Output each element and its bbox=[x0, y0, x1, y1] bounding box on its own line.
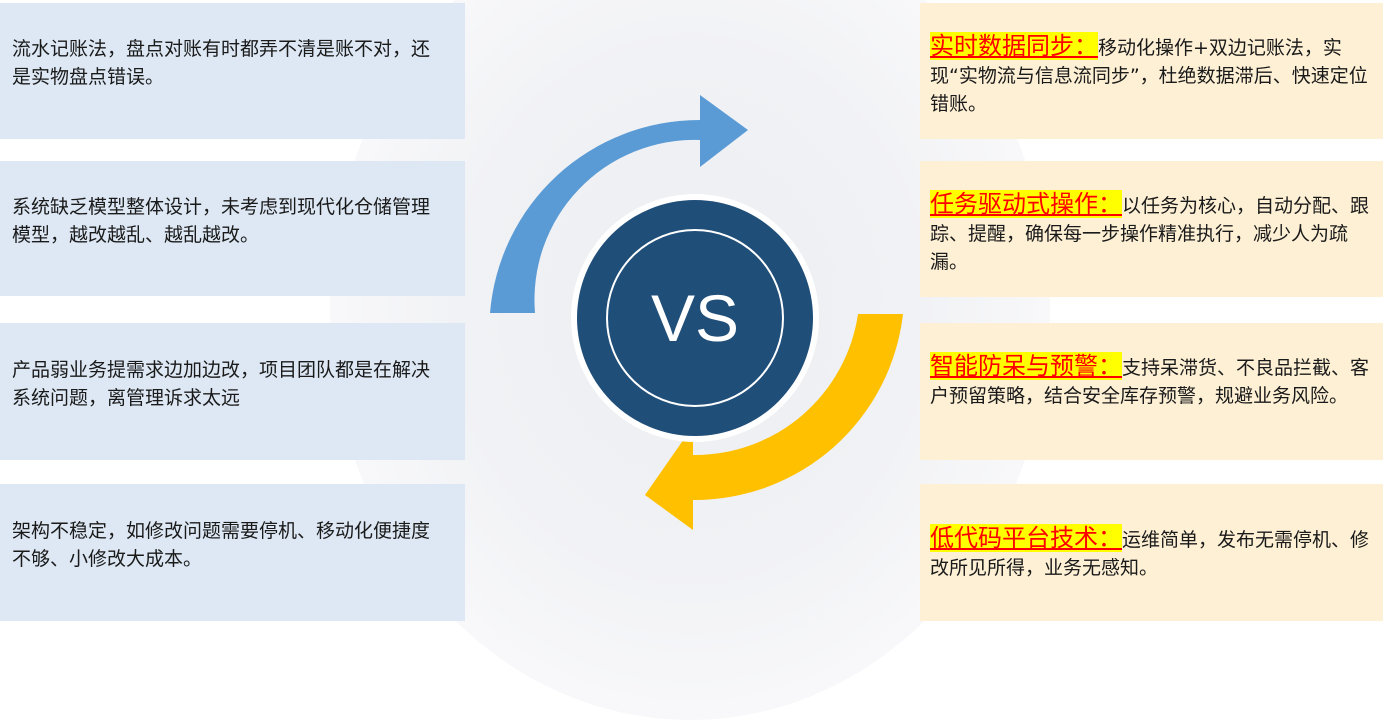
left-box-2: 系统缺乏模型整体设计，未考虑到现代化仓储管理模型，越改越乱、越乱越改。 bbox=[0, 161, 465, 296]
right-box-4-text: 运维简单，发布无需停机、修改所见所得，业务无感知。 bbox=[930, 529, 1370, 579]
vs-inner-ring bbox=[606, 229, 784, 407]
right-box-4: 低代码平台技术：运维简单，发布无需停机、修改所见所得，业务无感知。 bbox=[920, 484, 1383, 621]
right-box-3-content: 智能防呆与预警：支持呆滞货、不良品拦截、客户预留策略，结合安全库存预警，规避业务… bbox=[930, 350, 1371, 410]
right-box-1-content: 实时数据同步：移动化操作+双边记账法，实现“实物流与信息流同步”，杜绝数据滞后、… bbox=[930, 30, 1371, 118]
right-box-1: 实时数据同步：移动化操作+双边记账法，实现“实物流与信息流同步”，杜绝数据滞后、… bbox=[920, 3, 1383, 139]
right-box-3-text: 支持呆滞货、不良品拦截、客户预留策略，结合安全库存预警，规避业务风险。 bbox=[930, 357, 1370, 407]
left-box-3: 产品弱业务提需求边加边改，项目团队都是在解决系统问题，离管理诉求太远 bbox=[0, 323, 465, 460]
left-box-1-text: 流水记账法，盘点对账有时都弄不清是账不对，还是实物盘点错误。 bbox=[12, 38, 431, 88]
right-box-3-title: 智能防呆与预警： bbox=[930, 352, 1122, 380]
right-box-1-title: 实时数据同步： bbox=[930, 32, 1098, 60]
right-box-1-text: 移动化操作+双边记账法，实现“实物流与信息流同步”，杜绝数据滞后、快速定位错账。 bbox=[930, 37, 1368, 115]
right-box-4-content: 低代码平台技术：运维简单，发布无需停机、修改所见所得，业务无感知。 bbox=[930, 522, 1371, 582]
right-box-2-content: 任务驱动式操作：以任务为核心，自动分配、跟踪、提醒，确保每一步操作精准执行，减少… bbox=[930, 188, 1371, 276]
right-box-3: 智能防呆与预警：支持呆滞货、不良品拦截、客户预留策略，结合安全库存预警，规避业务… bbox=[920, 323, 1383, 460]
right-box-2-title: 任务驱动式操作： bbox=[930, 190, 1122, 218]
curved-arrow-right-icon bbox=[490, 95, 748, 313]
left-box-3-text: 产品弱业务提需求边加边改，项目团队都是在解决系统问题，离管理诉求太远 bbox=[12, 358, 431, 409]
cycle-graphic: VS bbox=[490, 95, 903, 530]
curved-arrow-left-icon bbox=[645, 314, 903, 530]
vs-label: VS bbox=[651, 281, 739, 355]
right-box-2: 任务驱动式操作：以任务为核心，自动分配、跟踪、提醒，确保每一步操作精准执行，减少… bbox=[920, 161, 1383, 297]
right-box-4-title: 低代码平台技术： bbox=[930, 524, 1122, 552]
left-box-4: 架构不稳定，如修改问题需要停机、移动化便捷度不够、小修改大成本。 bbox=[0, 484, 465, 621]
left-box-2-text: 系统缺乏模型整体设计，未考虑到现代化仓储管理模型，越改越乱、越乱越改。 bbox=[12, 195, 431, 246]
vs-circle-fill bbox=[577, 200, 813, 436]
left-box-1: 流水记账法，盘点对账有时都弄不清是账不对，还是实物盘点错误。 bbox=[0, 3, 465, 139]
right-box-2-text: 以任务为核心，自动分配、跟踪、提醒，确保每一步操作精准执行，减少人为疏漏。 bbox=[930, 195, 1370, 273]
left-box-4-text: 架构不稳定，如修改问题需要停机、移动化便捷度不够、小修改大成本。 bbox=[12, 519, 431, 570]
